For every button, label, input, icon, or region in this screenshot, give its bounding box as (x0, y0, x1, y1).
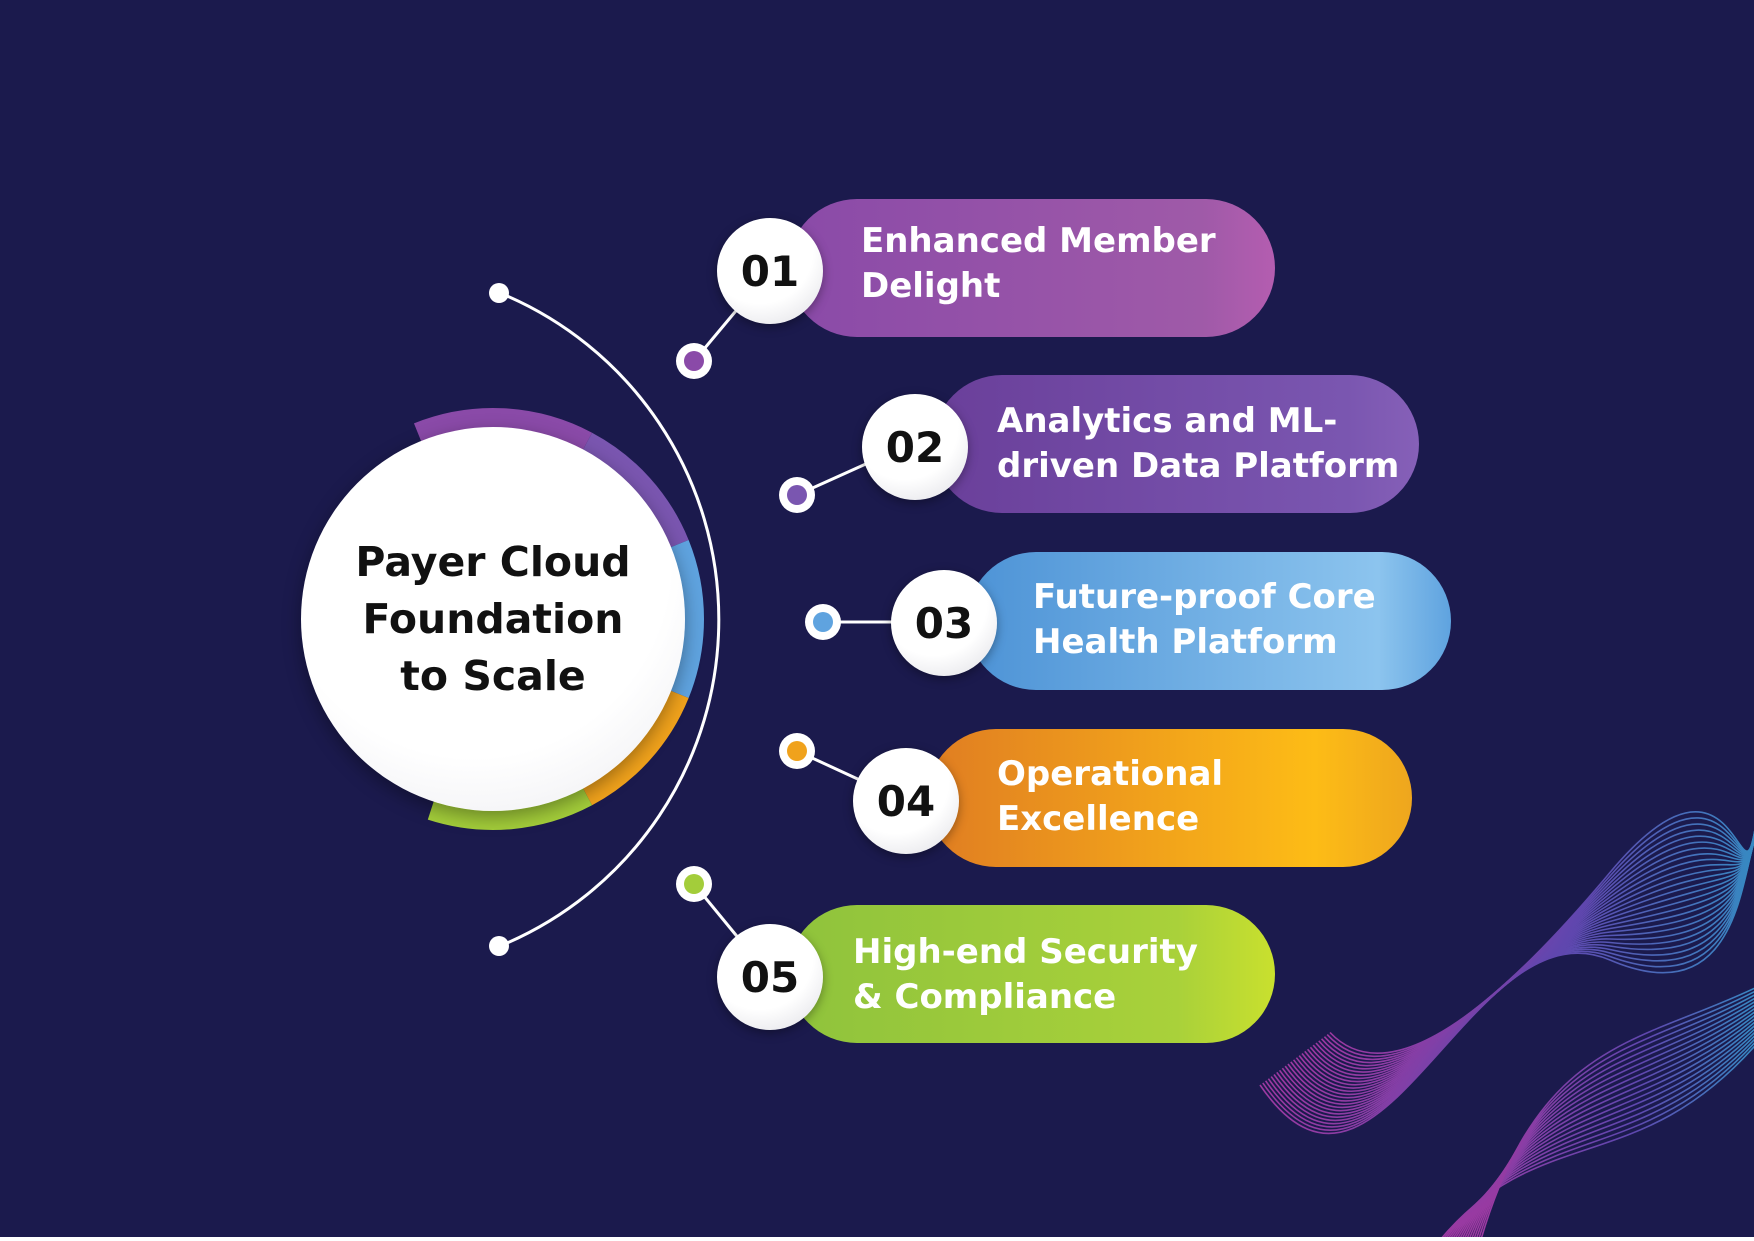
wave-line (1475, 994, 1754, 1241)
wave-line (1318, 832, 1754, 1067)
arc-node-02 (779, 477, 815, 513)
wave-line (1326, 817, 1754, 1058)
wave-line (1309, 833, 1754, 1077)
item-number-03: 03 (891, 570, 997, 676)
bottom-edge-strip (0, 1237, 1754, 1241)
arc-end-dot-top (489, 283, 509, 303)
item-label-03: Future-proof Core Health Platform (1033, 577, 1376, 662)
wave-line (1273, 838, 1754, 1118)
ring-segment-2 (581, 432, 689, 549)
item-label-05: High-end Security & Compliance (853, 932, 1198, 1017)
wave-line (1480, 987, 1754, 1241)
center-ring (413, 408, 704, 830)
wave-lines-decoration (1259, 811, 1754, 1241)
wave-line (1301, 834, 1754, 1086)
wave-line (1468, 1004, 1754, 1241)
wave-line (1320, 829, 1754, 1064)
wave-line (1306, 833, 1754, 1080)
wave-line (1323, 823, 1754, 1061)
item-number-04: 04 (853, 748, 959, 854)
wave-line (1284, 836, 1754, 1105)
ring-segment-1 (413, 408, 593, 453)
arc-node-01 (676, 343, 712, 379)
item-pill-05 (788, 905, 1275, 1043)
item-label-01: Enhanced Member Delight (861, 221, 1216, 306)
item-number-01: 01 (717, 218, 823, 324)
ring-segment-4 (581, 689, 689, 806)
arc-node-03 (805, 604, 841, 640)
wave-line (1278, 837, 1754, 1112)
item-pill-04 (927, 729, 1412, 867)
wave-line (1315, 832, 1754, 1070)
wave-line (1472, 997, 1754, 1241)
wave-line (1329, 811, 1754, 1055)
item-pill-02 (933, 375, 1419, 513)
item-pill-01 (788, 199, 1275, 337)
wave-line (1267, 838, 1754, 1125)
wave-line (1281, 837, 1754, 1109)
wave-line (1292, 835, 1754, 1096)
wave-line (1287, 836, 1754, 1102)
center-hub: Payer Cloud Foundation to Scale (301, 427, 685, 811)
arc-node-05 (676, 866, 712, 902)
wave-line (1304, 834, 1754, 1083)
ring-segment-3 (668, 539, 704, 699)
wave-line (1290, 835, 1754, 1099)
arc-node-04 (779, 733, 815, 769)
item-number-02: 02 (862, 394, 968, 500)
wave-line (1453, 1025, 1754, 1241)
item-number-05: 05 (717, 924, 823, 1030)
wave-line (1463, 1011, 1754, 1241)
wave-line (1270, 838, 1754, 1122)
arc-end-dot-bottom (489, 936, 509, 956)
connector-arc (499, 291, 721, 948)
wave-line (1477, 990, 1754, 1241)
wave-line (1298, 834, 1754, 1089)
wave-line (1295, 835, 1754, 1093)
wave-line (1312, 832, 1754, 1073)
item-pill-03 (967, 552, 1451, 690)
wave-line (1276, 837, 1754, 1115)
ring-segment-5 (427, 785, 593, 830)
item-label-04: Operational Excellence (997, 754, 1224, 839)
item-label-02: Analytics and ML- driven Data Platform (997, 401, 1400, 486)
center-title: Payer Cloud Foundation to Scale (355, 537, 631, 700)
